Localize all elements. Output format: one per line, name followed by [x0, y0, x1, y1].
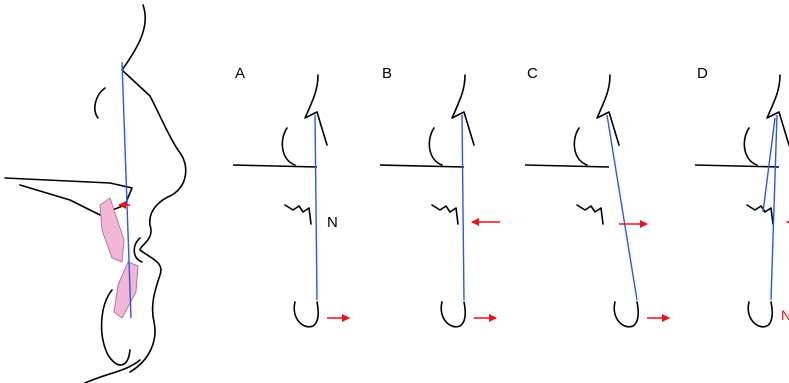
incisor-squiggle: [284, 204, 312, 225]
reference-line: [121, 61, 132, 319]
panel-b: B: [379, 65, 500, 328]
reference-line: [314, 114, 318, 301]
panel-label: B: [382, 65, 392, 82]
horizontal-plane-line: [232, 164, 318, 168]
profile-outline: [451, 74, 475, 146]
profile-outline: [121, 4, 187, 373]
upper-incisor-shape: [99, 197, 125, 263]
large-profile: [4, 4, 187, 383]
chin-outline: [293, 301, 319, 328]
profile-outline: [304, 74, 328, 146]
reference-line-secondary: [762, 117, 776, 213]
lip-fold: [133, 237, 143, 263]
profile-outline: [766, 74, 789, 146]
panel-a: AN: [232, 65, 350, 328]
panel-d: DN: [694, 65, 789, 328]
panel-label: C: [527, 65, 538, 82]
profile-outline: [596, 74, 620, 146]
nostril-curve: [428, 127, 443, 166]
annotation-label: N: [781, 307, 789, 323]
panel-c: C: [524, 65, 670, 328]
panel-label: D: [697, 65, 708, 82]
nostril-curve: [573, 127, 588, 166]
neck-line: [84, 359, 141, 383]
chin-outline: [747, 301, 773, 328]
nostril-curve: [94, 87, 106, 119]
horizontal-plane-line: [379, 164, 465, 168]
lower-incisor-shape: [113, 261, 139, 319]
incisor-squiggle: [576, 204, 604, 225]
nostril-curve: [281, 127, 296, 166]
horizontal-plane-line: [694, 164, 780, 168]
reference-line: [606, 114, 638, 301]
incisor-squiggle: [746, 204, 774, 225]
incisor-squiggle: [431, 204, 459, 225]
horizontal-plane-line: [524, 164, 610, 168]
annotation-label: N: [327, 214, 338, 231]
reference-line: [461, 114, 465, 301]
lower-jaw-outline: [100, 289, 131, 366]
chin-outline: [613, 301, 639, 328]
reference-line: [770, 114, 778, 301]
nostril-curve: [743, 127, 758, 166]
chin-outline: [440, 301, 466, 328]
panel-label: A: [235, 65, 245, 82]
